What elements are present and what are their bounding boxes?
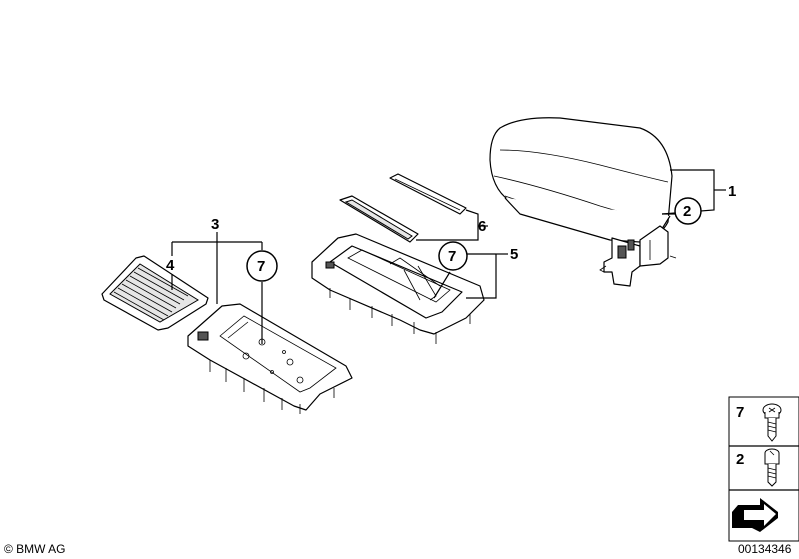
copyright-text: © BMW AG bbox=[4, 542, 66, 556]
callout-7-circle-frame: 7 bbox=[438, 241, 468, 271]
tray-part bbox=[187, 303, 353, 414]
callout-6: 6 bbox=[478, 218, 486, 235]
callout-2-circle: 2 bbox=[674, 197, 702, 225]
callout-2: 2 bbox=[683, 203, 691, 220]
leader-lines bbox=[171, 169, 726, 344]
diagram-number: 00134346 bbox=[738, 542, 792, 556]
callout-5: 5 bbox=[510, 246, 518, 263]
callout-7-frame: 7 bbox=[448, 248, 456, 265]
torx-screw-icon bbox=[762, 403, 782, 442]
armrest-assembly bbox=[489, 117, 677, 287]
fastener-legend: 7 2 bbox=[728, 396, 799, 542]
callout-3: 3 bbox=[211, 216, 219, 233]
callout-7-circle-tray: 7 bbox=[246, 250, 278, 282]
rubber-mat bbox=[101, 255, 209, 331]
callout-4: 4 bbox=[166, 257, 175, 274]
hex-socket-screw-icon bbox=[764, 448, 780, 487]
frame-part bbox=[311, 233, 485, 344]
direction-arrow-icon bbox=[732, 498, 778, 532]
legend-label-7: 7 bbox=[736, 404, 744, 421]
legend-label-2: 2 bbox=[736, 451, 744, 468]
trim-strips bbox=[339, 173, 467, 243]
callout-1: 1 bbox=[728, 183, 736, 200]
callout-7-tray: 7 bbox=[257, 258, 265, 275]
